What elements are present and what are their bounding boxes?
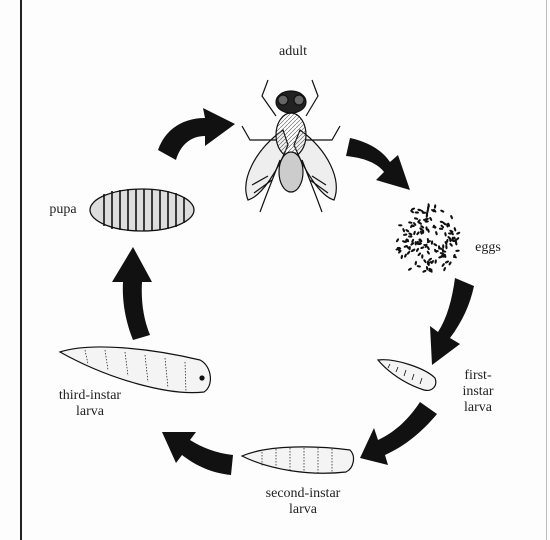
egg [403, 233, 408, 236]
egg [426, 266, 429, 271]
egg [413, 230, 416, 235]
egg [422, 269, 427, 273]
egg [426, 250, 430, 255]
egg [398, 224, 403, 226]
egg [443, 267, 447, 272]
label-first-instar: first- instar larva [448, 368, 508, 416]
egg [400, 255, 403, 260]
egg [445, 260, 450, 264]
egg [420, 246, 425, 250]
egg [455, 250, 460, 253]
second-instar-larva-drawing [242, 447, 353, 473]
egg [414, 217, 419, 220]
egg [445, 245, 448, 250]
egg [408, 235, 413, 238]
fly-thorax [276, 113, 306, 157]
egg [402, 228, 406, 233]
egg [416, 231, 420, 236]
egg [395, 238, 399, 243]
egg [417, 252, 422, 257]
egg [404, 253, 408, 258]
label-second-instar: second-instar larva [248, 486, 358, 518]
arrow-second-to-third-instar [162, 432, 233, 475]
arrow-eggs-to-first-instar [430, 278, 474, 365]
egg [450, 215, 454, 220]
egg [435, 231, 438, 236]
egg [415, 211, 419, 213]
egg [456, 231, 461, 235]
egg [431, 240, 434, 245]
egg [449, 242, 454, 247]
pupa-drawing [90, 189, 194, 231]
egg [408, 232, 413, 236]
arrow-first-to-second-instar [360, 402, 437, 465]
adult-fly-drawing [242, 80, 340, 212]
egg [406, 250, 410, 255]
label-third-instar: third-instar larva [40, 388, 140, 420]
egg [408, 221, 413, 224]
egg [423, 259, 427, 264]
label-pupa: pupa [38, 202, 88, 218]
arrow-third-instar-to-pupa [112, 247, 152, 340]
label-adult: adult [268, 44, 318, 60]
egg [405, 229, 410, 233]
arrow-pupa-to-adult [158, 108, 235, 160]
egg [442, 244, 444, 248]
eggs-cluster-drawing [395, 203, 461, 273]
egg [434, 204, 437, 209]
egg [408, 246, 411, 251]
fly-abdomen [279, 152, 303, 192]
egg [440, 209, 445, 213]
egg [415, 247, 419, 252]
label-eggs: eggs [468, 240, 508, 256]
egg [441, 263, 445, 268]
first-instar-larva-drawing [378, 360, 436, 391]
egg [421, 254, 424, 259]
egg [453, 227, 456, 232]
arrow-adult-to-eggs [346, 138, 410, 190]
egg [429, 216, 433, 221]
egg [434, 259, 437, 264]
egg [407, 267, 412, 271]
egg [416, 265, 421, 268]
egg [433, 243, 438, 247]
third-instar-larva-drawing [60, 347, 210, 393]
egg [444, 232, 447, 237]
egg [414, 261, 417, 266]
